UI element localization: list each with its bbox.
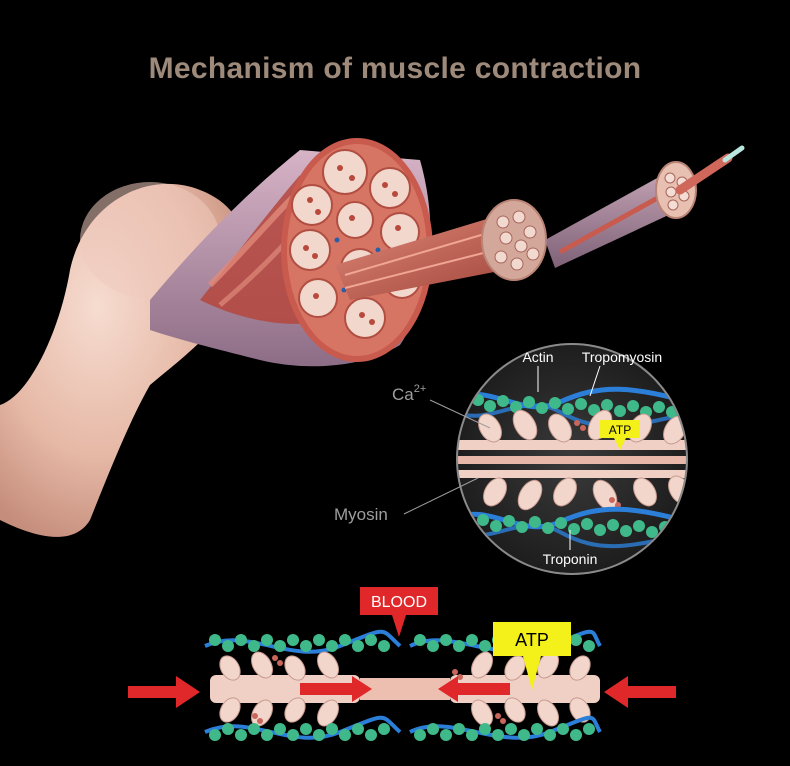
inset-atp-badge: ATP (600, 420, 640, 450)
fiber-strand (545, 145, 745, 268)
actin-label: Actin (522, 349, 553, 365)
arrow-right-outer (604, 676, 676, 708)
bottom-myosin (210, 651, 600, 727)
atp-inset-label: ATP (609, 423, 631, 437)
fascicle-strand (335, 199, 547, 300)
calcium-label-base: Ca (392, 385, 414, 404)
sarcomere-bottom (204, 629, 602, 741)
inner-arrow-right (300, 676, 372, 702)
inner-arrow-left (438, 676, 510, 702)
diagram-title: Mechanism of muscle contraction (148, 52, 642, 85)
troponin-label: Troponin (543, 551, 598, 567)
blood-label: BLOOD (371, 594, 427, 611)
sarcomere-inset: Actin Tropomyosin ATP Troponin (456, 343, 688, 575)
inner-arrows (300, 676, 510, 702)
muscle-bundle (150, 138, 433, 367)
tropomyosin-label: Tropomyosin (582, 349, 662, 365)
bottom-actin-bottom (204, 715, 602, 741)
myosin-label: Myosin (334, 505, 388, 524)
outer-arrows (128, 676, 676, 708)
calcium-label-superscript: 2+ (414, 383, 427, 395)
calcium-label: Ca2+ (392, 383, 426, 404)
atp-badge: ATP (493, 622, 571, 690)
limb (0, 182, 244, 537)
blood-badge: BLOOD (360, 587, 438, 637)
atp-label: ATP (515, 630, 549, 650)
inset-myosin (458, 409, 686, 511)
arrow-left-outer (128, 676, 200, 708)
